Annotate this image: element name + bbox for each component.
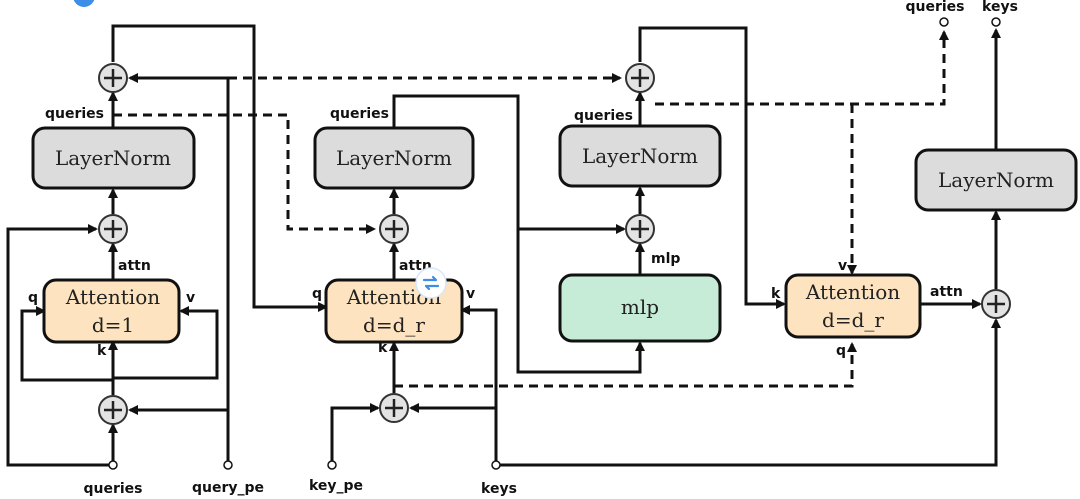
logo-icon — [73, 0, 95, 7]
input-node-key-pe — [327, 460, 337, 470]
label-v: v — [466, 286, 475, 302]
input-node-queries — [108, 460, 118, 470]
label-k: k — [378, 340, 388, 356]
layernorm-label-2: LayerNorm — [336, 146, 452, 170]
layernorm-label-1: LayerNorm — [55, 146, 171, 170]
edge — [113, 113, 376, 234]
mlp-label: mlp — [621, 295, 659, 319]
edge — [111, 24, 328, 312]
edge — [392, 94, 645, 374]
edge — [394, 342, 857, 388]
layernorm-block-3 — [558, 124, 722, 188]
input-label-queries: queries — [83, 481, 142, 497]
input-label-key-pe: key_pe — [309, 478, 363, 494]
sum-node — [98, 63, 128, 93]
label-k: k — [97, 343, 107, 359]
edge — [330, 403, 380, 465]
mlp-block — [558, 273, 722, 343]
edge — [496, 318, 1001, 467]
sum-node — [981, 289, 1011, 319]
layernorm-block-2 — [313, 126, 475, 190]
label-q: q — [312, 286, 322, 302]
label-q: q — [28, 290, 38, 306]
label-q: q — [836, 343, 846, 359]
label-v: v — [838, 258, 847, 274]
edge — [655, 30, 949, 106]
edge — [20, 306, 113, 382]
attention-dim-2: d=d_r — [363, 313, 425, 337]
edge — [638, 26, 786, 309]
label-attn: attn — [118, 258, 151, 274]
attention-label-3: Attention — [805, 280, 900, 304]
layernorm-block-4 — [914, 148, 1078, 212]
input-label-query-pe: query_pe — [192, 480, 264, 496]
output-label-keys: keys — [982, 0, 1018, 15]
label-k: k — [771, 286, 781, 302]
sum-node — [98, 395, 128, 425]
output-label-queries: queries — [905, 0, 964, 15]
output-node-queries — [939, 17, 949, 27]
attention-dim-1: d=1 — [92, 313, 134, 337]
edge — [6, 224, 113, 467]
edge — [460, 305, 498, 465]
layernorm-label-3: LayerNorm — [582, 144, 698, 168]
input-node-query-pe — [223, 460, 233, 470]
sum-node — [625, 63, 655, 93]
input-node-keys — [491, 460, 501, 470]
output-node-keys — [991, 17, 1001, 27]
attention-dim-3: d=d_r — [822, 308, 884, 332]
sum-node — [98, 214, 128, 244]
sync-icon[interactable] — [415, 267, 447, 299]
edge — [113, 306, 219, 380]
block-2: LayerNorm Attention d=d_r queries attn q… — [312, 94, 857, 465]
layernorm-label-4: LayerNorm — [938, 168, 1054, 192]
sum-node — [379, 214, 409, 244]
input-label-keys: keys — [481, 481, 517, 497]
sum-node — [379, 393, 409, 423]
layernorm-block-1 — [31, 126, 196, 190]
label-queries: queries — [574, 108, 633, 124]
label-queries: queries — [330, 106, 389, 122]
block-4: LayerNorm Attention d=d_r attn v k q — [496, 28, 1078, 467]
sum-node — [625, 214, 655, 244]
block-3: LayerNorm mlp queries mlp — [558, 26, 949, 343]
block-1: LayerNorm Attention d=1 queries attn q v… — [6, 24, 622, 467]
label-mlp: mlp — [651, 251, 680, 267]
label-queries: queries — [45, 106, 104, 122]
attention-label-1: Attention — [65, 285, 160, 309]
label-v: v — [186, 290, 195, 306]
attention-block-1 — [42, 278, 181, 344]
attention-block-3 — [784, 273, 922, 339]
label-attn: attn — [930, 284, 963, 300]
